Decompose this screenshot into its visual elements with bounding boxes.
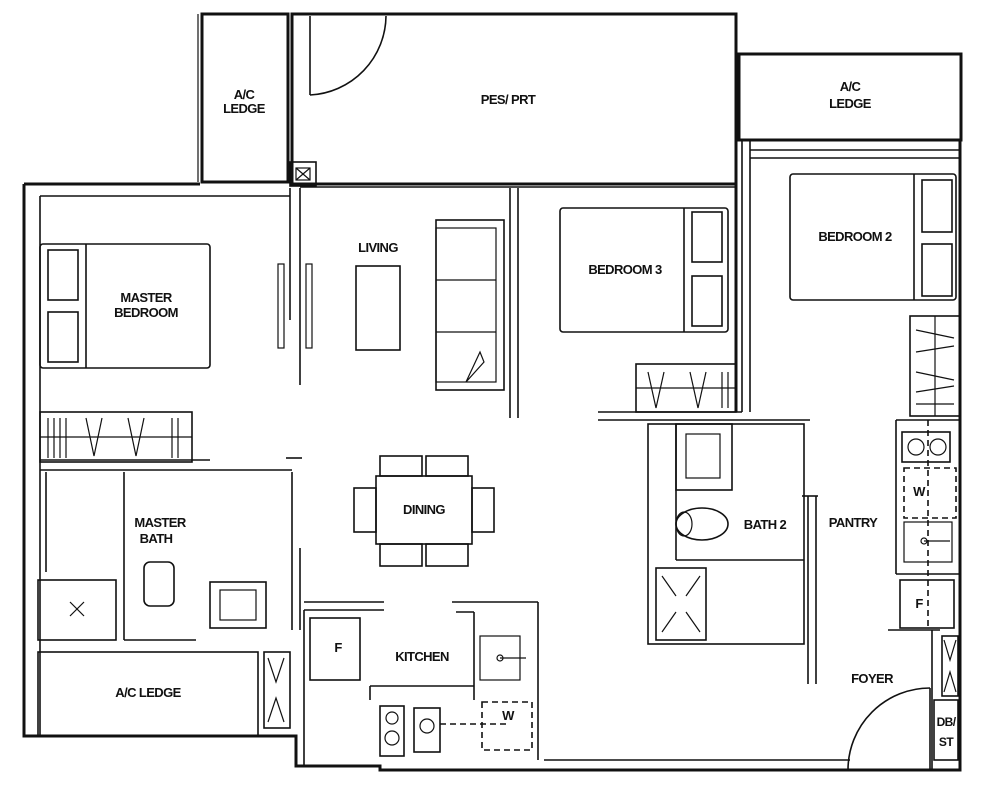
label-dining: DINING: [403, 502, 445, 517]
pantry-fixtures: [899, 420, 959, 761]
label-fridge-pantry: F: [915, 596, 923, 611]
master-wardrobe: [39, 411, 193, 463]
label-bath-2: BATH 2: [744, 517, 787, 532]
label-washer-pantry: W: [913, 484, 926, 499]
label-bedroom-2: BEDROOM 2: [818, 229, 892, 244]
label-kitchen: KITCHEN: [395, 649, 449, 664]
label-db-st-1: DB/: [937, 715, 957, 729]
duct-box: [289, 161, 317, 187]
label-master-bedroom-1: MASTER: [120, 290, 173, 305]
label-ac-ledge-tr-2: LEDGE: [829, 96, 872, 111]
label-bedroom-3: BEDROOM 3: [588, 262, 662, 277]
label-ac-ledge-tr-1: A/C: [840, 79, 862, 94]
bedroom2-bed: [789, 173, 957, 301]
living-furniture: [355, 219, 505, 391]
pes-door: [309, 15, 387, 96]
master-bath-fixtures: [37, 561, 291, 729]
railing-top-left: [197, 13, 288, 182]
label-pes-prt: PES/ PRT: [481, 92, 536, 107]
label-master-bath-2: BATH: [140, 531, 173, 546]
kitchen-fixtures: [309, 617, 533, 757]
bath2-fixtures: [655, 423, 733, 641]
label-washer-kitchen: W: [502, 708, 515, 723]
master-sliding-panel: [277, 263, 313, 349]
label-foyer: FOYER: [851, 671, 894, 686]
master-bed: [39, 243, 211, 369]
foyer-door: [847, 687, 931, 771]
room-labels: A/C LEDGE PES/ PRT A/C LEDGE LIVING BEDR…: [114, 79, 957, 749]
bedroom3-wardrobe: [635, 363, 737, 413]
label-ac-ledge-bottom: A/C LEDGE: [115, 685, 181, 700]
dining-table: [353, 455, 495, 567]
bedroom3-bed: [559, 207, 729, 333]
label-living: LIVING: [358, 240, 398, 255]
bedroom2-wardrobe: [909, 315, 961, 417]
label-master-bath-1: MASTER: [134, 515, 187, 530]
label-ac-ledge-tl-2: LEDGE: [223, 101, 266, 116]
label-master-bedroom-2: BEDROOM: [114, 305, 178, 320]
sliding-doors-top: [40, 149, 960, 197]
label-ac-ledge-tl-1: A/C: [234, 87, 256, 102]
outer-walls: [22, 12, 963, 772]
label-pantry: PANTRY: [829, 515, 878, 530]
label-fridge-kitchen: F: [334, 640, 342, 655]
label-db-st-2: ST: [939, 735, 954, 749]
